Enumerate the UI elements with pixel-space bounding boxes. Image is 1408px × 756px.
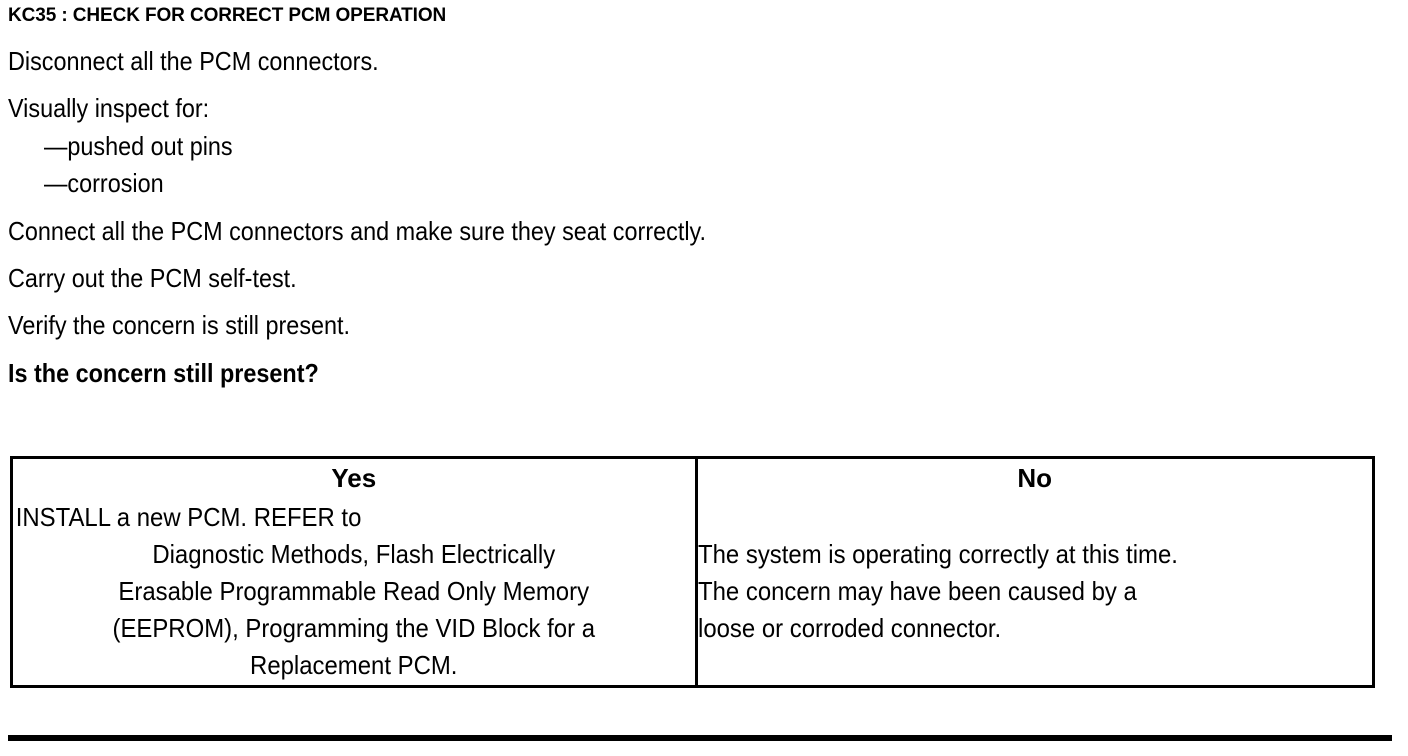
instruction-line-2: Visually inspect for: <box>8 93 210 123</box>
decision-question: Is the concern still present? <box>8 358 319 388</box>
instruction-line-1: Disconnect all the PCM connectors. <box>8 46 379 76</box>
instruction-bullet-corrosion: —corrosion <box>44 168 164 198</box>
table-cell-yes-action: INSTALL a new PCM. REFER to Diagnostic M… <box>13 497 696 685</box>
yes-action-line-2: Diagnostic Methods, Flash Electrically <box>152 538 556 569</box>
decision-table: Yes No INSTALL a new PCM. REFER to Diagn… <box>10 456 1375 688</box>
no-action-line-1: The system is operating correctly at thi… <box>697 538 1178 569</box>
table-row: INSTALL a new PCM. REFER to Diagnostic M… <box>13 497 1372 685</box>
table-header-row: Yes No <box>13 459 1372 497</box>
page-title: KC35 : CHECK FOR CORRECT PCM OPERATION <box>8 5 447 26</box>
yes-action-line-3: Erasable Programmable Read Only Memory <box>118 575 590 606</box>
table-cell-no-action: The system is operating correctly at thi… <box>694 497 1372 685</box>
yes-action-line-4: (EEPROM), Programming the VID Block for … <box>112 612 596 643</box>
table-header-yes: Yes <box>331 463 377 493</box>
section-divider-rule <box>8 735 1392 741</box>
no-action-line-3: loose or corroded connector. <box>697 612 1001 643</box>
instruction-bullet-pushed-out-pins: —pushed out pins <box>44 131 233 161</box>
yes-action-line-1: INSTALL a new PCM. REFER to <box>15 501 362 532</box>
instruction-line-3: Connect all the PCM connectors and make … <box>8 216 706 246</box>
table-header-no: No <box>694 459 1372 497</box>
instruction-line-5: Verify the concern is still present. <box>8 310 351 340</box>
yes-action-line-5: Replacement PCM. <box>250 649 458 680</box>
instruction-line-4: Carry out the PCM self-test. <box>8 263 297 293</box>
no-action-line-2: The concern may have been caused by a <box>697 575 1137 606</box>
